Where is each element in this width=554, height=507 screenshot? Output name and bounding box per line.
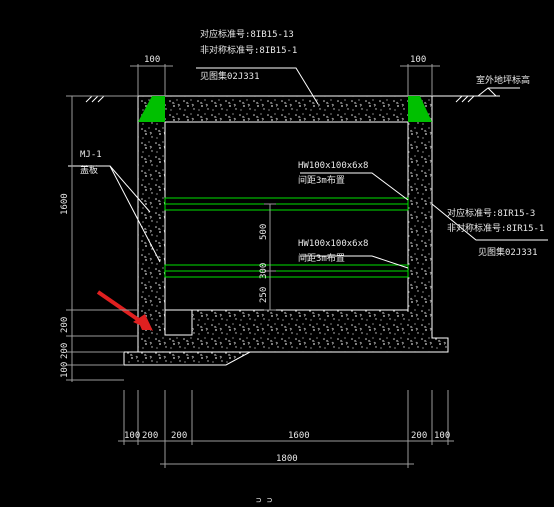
beam2-leader	[300, 255, 409, 269]
mid-dimension	[264, 203, 276, 311]
red-arrow	[96, 290, 153, 331]
dim-mid-500: 500	[259, 224, 269, 240]
mj-leader-2	[109, 165, 151, 213]
dim-mid-300: 300	[259, 263, 269, 279]
right-spec-3: 见图集02J331	[478, 246, 538, 258]
dim-left-height: 1600	[60, 193, 70, 215]
left-dimension	[66, 95, 138, 382]
steel-beam-lower	[164, 264, 409, 278]
beam2-label: HW100x100x6x8	[298, 239, 368, 249]
mj-sub-label: 盖板	[80, 164, 98, 176]
green-fillet-left	[138, 96, 165, 122]
top-spec-1: 对应标准号:8IB15-13	[200, 28, 294, 40]
ground-label: 室外地坪标高	[476, 74, 530, 86]
dim-bot-200-b: 200	[171, 431, 187, 441]
ground-hatch-right	[455, 95, 475, 103]
elevation-marker	[477, 87, 497, 97]
steel-beam-upper	[164, 197, 409, 211]
dim-bot-100-b: 100	[434, 431, 450, 441]
right-leader	[431, 203, 548, 241]
dim-mid-250: 250	[259, 287, 269, 303]
beam2-sub-label: 间距3m布置	[298, 252, 345, 264]
inner-chamber	[164, 121, 409, 311]
dim-bot-200-a: 200	[142, 431, 158, 441]
top-spec-2: 非对称标准号:8IB15-1	[200, 44, 297, 56]
right-spec-1: 对应标准号:8IR15-3	[447, 207, 535, 219]
dim-bot-100: 100	[124, 431, 140, 441]
top-leader	[196, 67, 319, 105]
top-spec-3: 见图集02J331	[200, 70, 260, 82]
ground-hatch-left	[85, 95, 105, 103]
beam1-sub-label: 间距3m布置	[298, 174, 345, 186]
dim-left-100: 100	[60, 362, 70, 378]
bottom-marks: ⊃ ⊃	[256, 496, 272, 506]
dim-top-left: 100	[144, 55, 160, 65]
dim-left-200-b: 200	[60, 343, 70, 359]
dim-bot-1600: 1600	[288, 431, 310, 441]
green-fillet-right	[408, 96, 432, 122]
dim-top-right: 100	[410, 55, 426, 65]
dim-left-200-a: 200	[60, 317, 70, 333]
dim-bot-200-c: 200	[411, 431, 427, 441]
right-spec-2: 非对称标准号:8IR15-1	[447, 222, 544, 234]
bottom-dimension	[118, 390, 454, 468]
beam1-leader	[300, 172, 409, 201]
inner-sump	[164, 309, 193, 336]
mj-label: MJ-1	[80, 150, 102, 160]
top-dimension	[130, 64, 440, 96]
dim-bot-total: 1800	[276, 454, 298, 464]
beam1-label: HW100x100x6x8	[298, 161, 368, 171]
